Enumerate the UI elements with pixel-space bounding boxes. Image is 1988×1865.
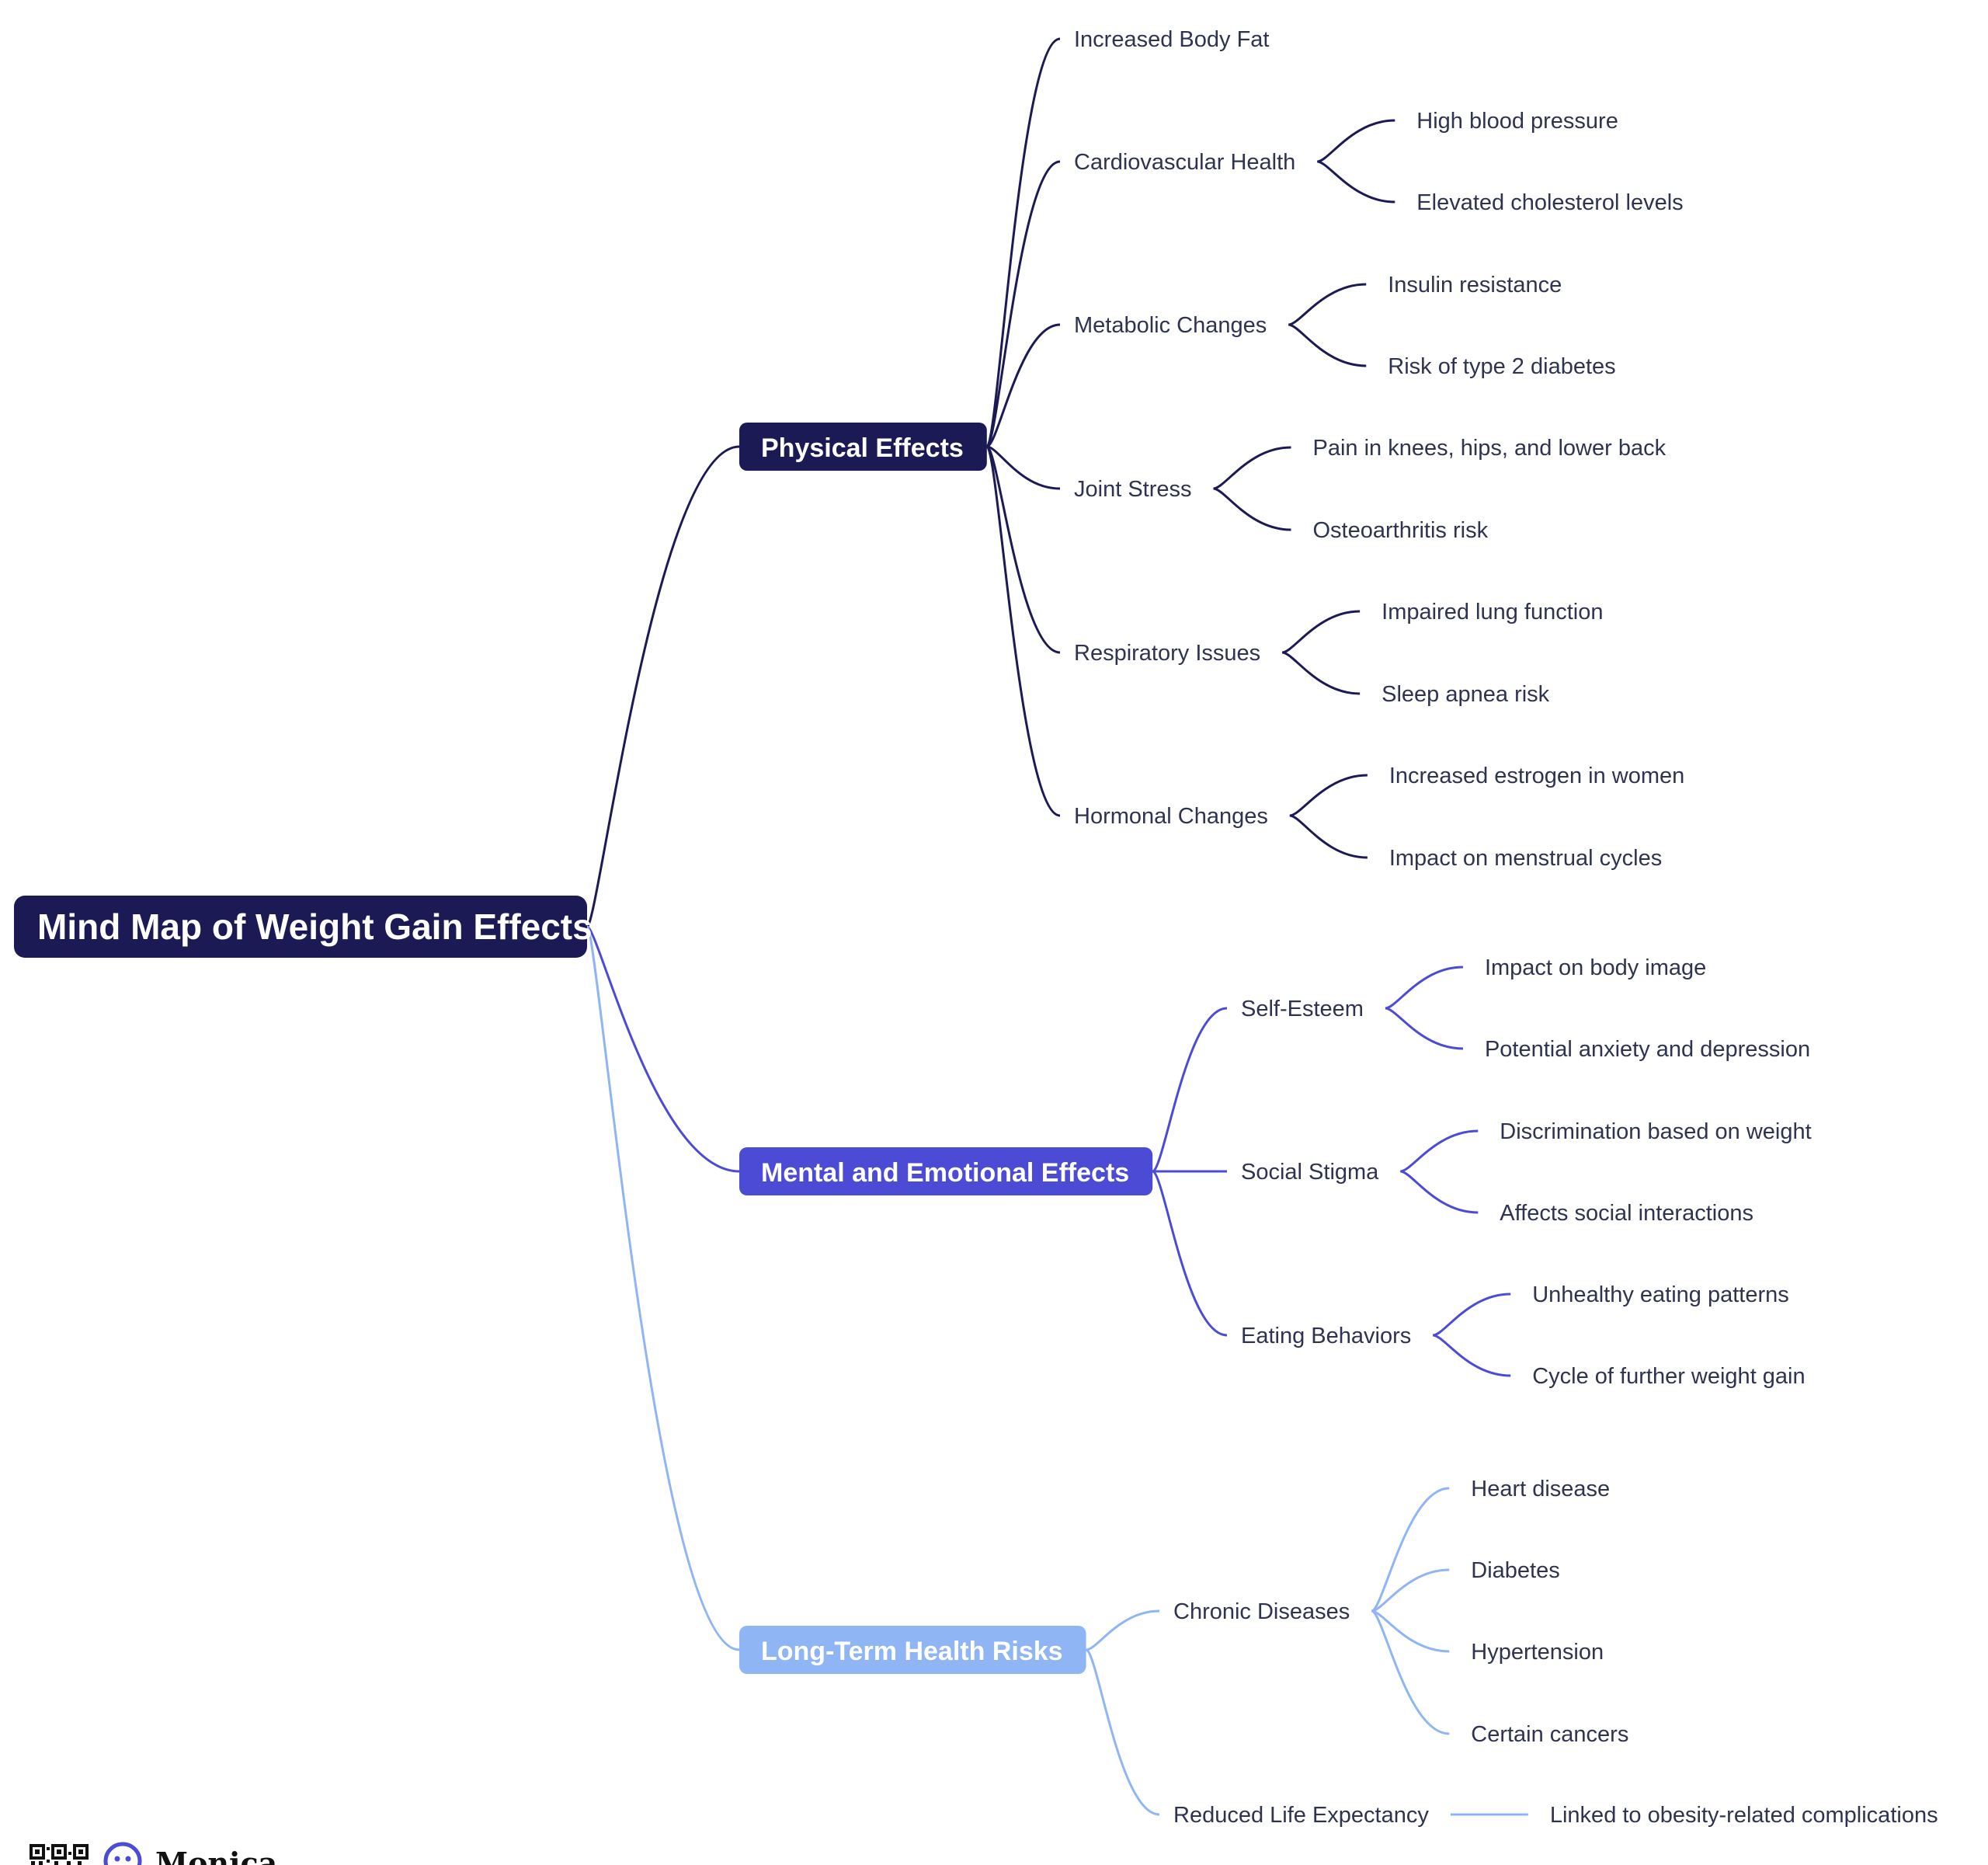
topic-to-leaf-line [1385,1007,1463,1050]
branch-to-topic-line [1085,1648,1160,1816]
brand-name: Monica [155,1846,277,1865]
topic-label: Self-Esteem [1241,997,1364,1021]
topic-to-leaf-line [1213,487,1291,531]
topic-node[interactable]: Joint Stress [1074,477,1192,502]
topic-node[interactable]: Social Stigma [1241,1160,1379,1185]
topic-node[interactable]: Cardiovascular Health [1074,150,1295,175]
leaf-label[interactable]: Linked to obesity-related complications [1550,1803,1938,1828]
topic-label: Joint Stress [1074,477,1192,502]
leaf-label[interactable]: Impaired lung function [1382,600,1603,625]
topic-label: Social Stigma [1241,1160,1379,1185]
leaf-label[interactable]: Hypertension [1471,1640,1604,1665]
topic-to-leaf-line [1281,610,1361,654]
root-to-branch-line [586,925,740,1173]
branch-to-topic-line [985,37,1061,448]
footer-brand: Monica [30,1842,277,1865]
topic-node[interactable]: Hormonal Changes [1074,804,1268,829]
qr-code-icon [30,1844,89,1865]
leaf-label[interactable]: Insulin resistance [1388,273,1562,297]
topic-node[interactable]: Respiratory Issues [1074,641,1260,666]
topic-label: Chronic Diseases [1173,1599,1350,1624]
leaf-label[interactable]: Discrimination based on weight [1500,1119,1811,1144]
topic-to-leaf-line [1316,160,1395,204]
leaf-label[interactable]: Pain in knees, hips, and lower back [1312,436,1666,461]
leaf-label[interactable]: Impact on body image [1485,955,1706,980]
topic-to-leaf-line [1432,1293,1511,1337]
topic-node[interactable]: Reduced Life Expectancy [1173,1803,1429,1828]
topic-to-leaf-line [1316,119,1395,163]
leaf-label[interactable]: Osteoarthritis risk [1312,518,1488,543]
leaf-label[interactable]: Risk of type 2 diabetes [1388,354,1615,379]
root-to-branch-line [586,925,740,1651]
topic-node[interactable]: Metabolic Changes [1074,313,1267,338]
topic-to-leaf-line [1289,774,1368,817]
branch-label: Long-Term Health Risks [761,1637,1063,1666]
leaf-label[interactable]: Increased estrogen in women [1389,764,1684,788]
topic-node[interactable]: Self-Esteem [1241,997,1364,1021]
leaf-label[interactable]: Sleep apnea risk [1382,682,1550,707]
topic-to-leaf-line [1371,1609,1450,1653]
topic-node[interactable]: Increased Body Fat [1074,27,1269,52]
mind-map-nodes: Mind Map of Weight Gain Effects Physical … [14,27,1938,1828]
branch-to-topic-line [986,323,1061,448]
root-to-branch-line [586,445,740,928]
branch-to-topic-line [985,445,1061,654]
topic-label: Reduced Life Expectancy [1173,1803,1429,1828]
topic-label: Eating Behaviors [1241,1324,1411,1348]
leaf-label[interactable]: Cycle of further weight gain [1532,1364,1805,1389]
leaf-label[interactable]: Affects social interactions [1500,1201,1753,1226]
connector-lines [586,37,1528,1816]
branch-box [739,423,987,471]
monica-logo-icon [103,1842,142,1865]
leaf-label[interactable]: Diabetes [1471,1558,1559,1583]
topic-to-leaf-line [1432,1334,1511,1377]
topic-node[interactable]: Chronic Diseases [1173,1599,1350,1624]
branch-label: Physical Effects [761,433,964,463]
leaf-label[interactable]: Impact on menstrual cycles [1389,846,1662,871]
topic-to-leaf-line [1289,814,1368,859]
topic-label: Cardiovascular Health [1074,150,1295,175]
leaf-label[interactable]: Potential anxiety and depression [1485,1037,1810,1062]
topic-to-leaf-line [1213,446,1291,490]
branch-to-topic-line [1152,1170,1228,1337]
branch-to-topic-line [986,445,1061,490]
root-node[interactable]: Mind Map of Weight Gain Effects [14,896,593,958]
branch-label: Mental and Emotional Effects [761,1158,1129,1188]
topic-to-leaf-line [1371,1568,1450,1613]
branch-box [739,1147,1153,1195]
topic-to-leaf-line [1281,651,1361,695]
branch-to-topic-line [1152,1007,1228,1173]
topic-node[interactable]: Eating Behaviors [1241,1324,1411,1348]
root-title: Mind Map of Weight Gain Effects [37,906,593,947]
topic-to-leaf-line [1399,1170,1479,1214]
branch-node-2[interactable]: Mental and Emotional Effects [739,1147,1153,1195]
branch-to-topic-line [985,445,1061,817]
leaf-label[interactable]: Elevated cholesterol levels [1416,190,1683,215]
topic-to-leaf-line [1399,1129,1479,1173]
topic-to-leaf-line [1371,1487,1450,1613]
topic-label: Increased Body Fat [1074,27,1269,52]
root-node-box [14,896,587,958]
branch-node-1[interactable]: Physical Effects [739,423,987,471]
topic-to-leaf-line [1288,323,1367,367]
leaf-label[interactable]: Certain cancers [1471,1722,1628,1747]
topic-label: Metabolic Changes [1074,313,1267,338]
leaf-label[interactable]: Unhealthy eating patterns [1532,1282,1789,1307]
topic-to-leaf-line [1371,1609,1450,1735]
topic-to-leaf-line [1288,283,1367,326]
leaf-label[interactable]: Heart disease [1471,1477,1610,1501]
topic-to-leaf-line [1385,966,1463,1010]
topic-label: Respiratory Issues [1074,641,1260,666]
leaf-label[interactable]: High blood pressure [1416,109,1618,134]
branch-to-topic-line [985,160,1061,448]
branch-node-3[interactable]: Long-Term Health Risks [739,1626,1086,1674]
branch-to-topic-line [1086,1609,1160,1651]
topic-label: Hormonal Changes [1074,804,1268,829]
branch-box [739,1626,1086,1674]
